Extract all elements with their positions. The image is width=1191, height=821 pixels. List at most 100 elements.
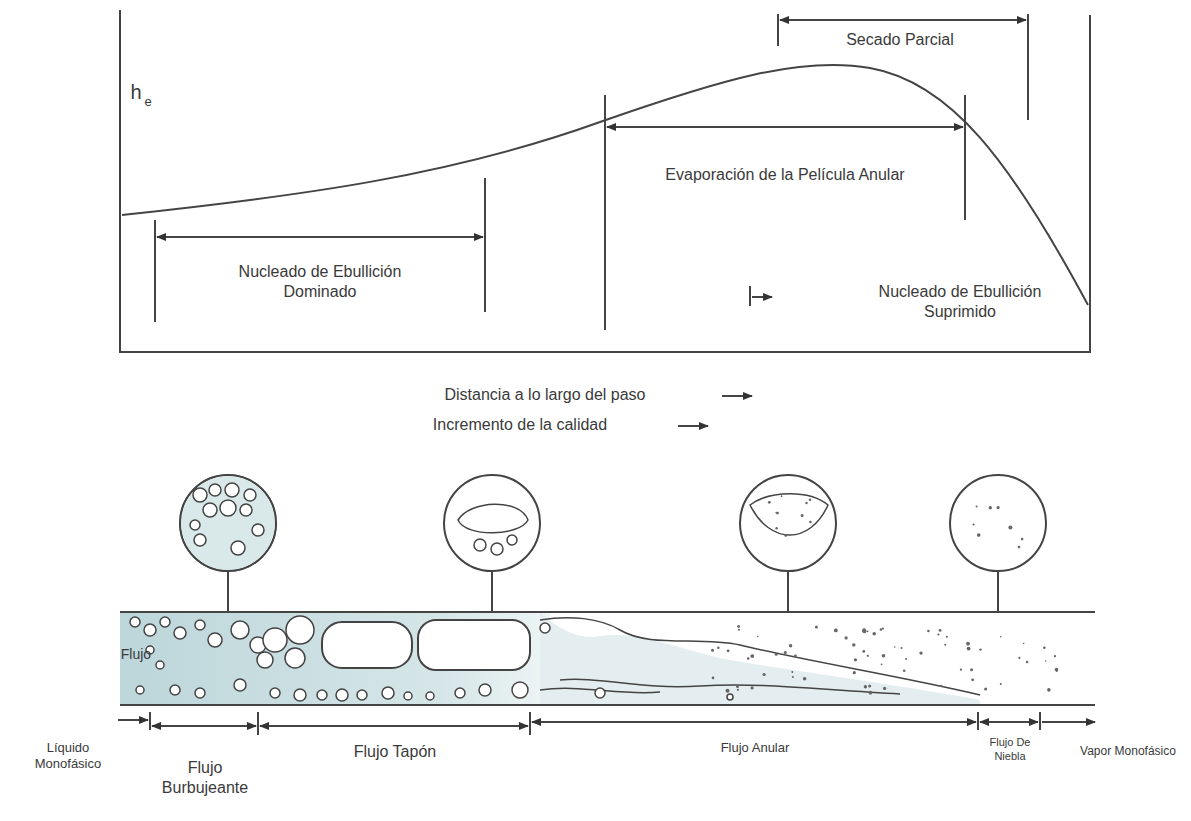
droplet — [809, 498, 812, 501]
droplet — [1045, 660, 1047, 662]
bubble — [220, 500, 236, 516]
droplet — [880, 628, 882, 630]
bubble — [240, 504, 252, 516]
bubble — [203, 503, 217, 517]
droplet — [1054, 655, 1056, 657]
droplet — [792, 676, 794, 678]
droplet — [789, 644, 792, 647]
droplet — [862, 650, 865, 653]
bubble — [474, 539, 486, 551]
droplet — [776, 512, 779, 515]
droplet — [901, 647, 903, 649]
droplet — [757, 636, 759, 638]
bubble — [156, 661, 164, 669]
droplet — [852, 643, 855, 646]
droplet — [726, 689, 730, 693]
bubble — [455, 688, 465, 698]
droplet — [1008, 525, 1012, 529]
bubble — [190, 520, 200, 530]
bubble — [263, 628, 287, 652]
region-label: Flujo Burbujeante — [150, 758, 260, 798]
droplet — [1000, 683, 1002, 685]
region-label: Flujo Anular — [721, 740, 790, 756]
bubble — [491, 543, 503, 555]
droplet — [881, 663, 883, 665]
droplet — [727, 649, 730, 652]
droplet — [869, 691, 873, 695]
region-label: Secado Parcial — [846, 30, 954, 50]
droplet — [853, 671, 856, 674]
droplet — [711, 649, 714, 652]
bubble — [257, 652, 273, 668]
droplet — [1000, 636, 1002, 638]
droplet — [784, 651, 787, 654]
droplet — [976, 506, 978, 508]
droplet — [872, 632, 876, 636]
bubble — [540, 623, 550, 633]
droplet — [940, 685, 942, 687]
region-label: Incremento de la calidad — [433, 415, 607, 435]
bubble — [208, 633, 222, 647]
droplet — [977, 533, 981, 537]
bubble — [357, 690, 367, 700]
droplet — [737, 625, 740, 628]
axis-subscript: e — [144, 94, 151, 110]
bubble — [194, 534, 206, 546]
bubble — [317, 690, 327, 700]
droplet — [967, 647, 971, 651]
droplet — [971, 678, 974, 681]
bubble — [595, 688, 605, 698]
droplet — [768, 501, 771, 504]
droplet — [763, 673, 766, 676]
droplet — [794, 655, 797, 658]
bubble — [244, 489, 256, 501]
droplet — [805, 502, 807, 504]
bubble — [231, 541, 245, 555]
droplet — [970, 668, 973, 671]
droplet — [803, 677, 807, 681]
droplet — [736, 685, 739, 688]
droplet — [1018, 657, 1020, 659]
droplet — [1023, 643, 1025, 645]
bubble — [209, 484, 221, 496]
axis-symbol: h — [130, 80, 141, 105]
droplet — [737, 689, 739, 691]
bubble — [144, 624, 156, 636]
droplet — [801, 514, 804, 517]
bubble — [426, 692, 434, 700]
droplet — [944, 644, 946, 646]
droplet — [1018, 546, 1021, 549]
region-label: Distancia a lo largo del paso — [444, 385, 645, 405]
droplet — [815, 626, 818, 629]
region-label: Flujo — [121, 646, 151, 664]
droplet — [972, 523, 974, 525]
bubble — [294, 689, 306, 701]
droplet — [750, 654, 754, 658]
droplet — [927, 630, 930, 633]
bubble — [130, 617, 140, 627]
bubble — [404, 692, 412, 700]
droplet — [1047, 688, 1051, 692]
droplet — [864, 685, 867, 688]
droplet — [960, 669, 962, 671]
droplet — [717, 647, 719, 649]
bubble — [252, 524, 264, 536]
droplet — [867, 655, 869, 657]
droplet — [882, 654, 886, 658]
droplet — [775, 512, 777, 514]
droplet — [883, 687, 886, 690]
droplet — [867, 630, 869, 632]
region-label: Nucleado de Ebullición Dominado — [210, 262, 430, 302]
droplet — [1043, 646, 1046, 649]
region-label: Líquido Monofásico — [13, 740, 123, 773]
droplet — [775, 527, 777, 529]
droplet — [747, 657, 750, 660]
bubble — [234, 679, 246, 691]
region-label: Flujo Tapón — [354, 742, 436, 762]
droplet — [966, 642, 970, 646]
droplet — [738, 629, 740, 631]
region-label: Vapor Monofásico — [1080, 744, 1176, 759]
region-label: Flujo De Niebla — [980, 736, 1040, 764]
